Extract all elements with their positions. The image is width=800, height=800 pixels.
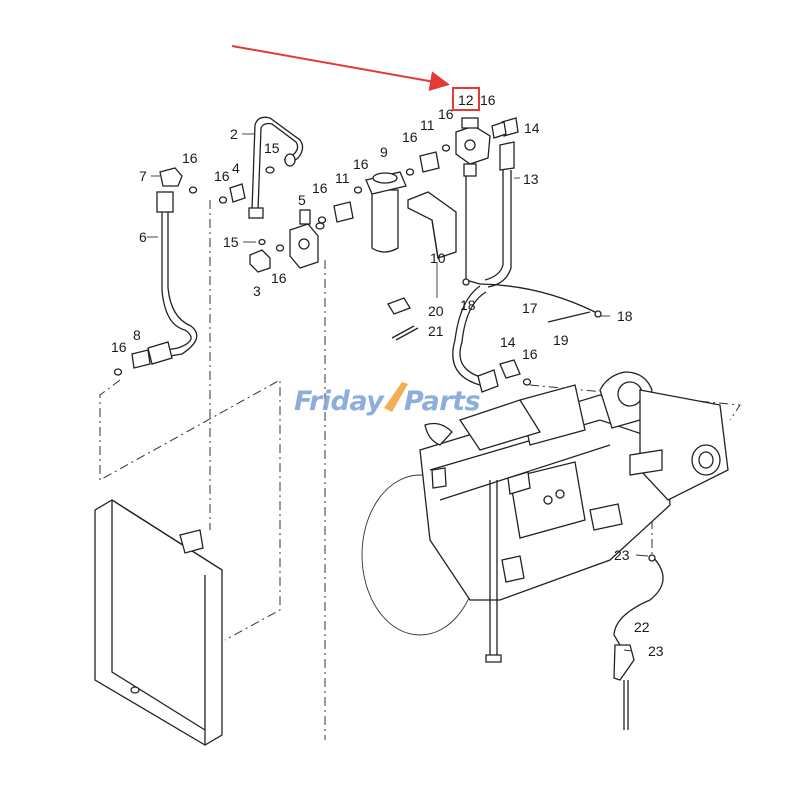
callout-23-upper: 23	[614, 547, 630, 563]
callout-5: 5	[298, 192, 306, 208]
callout-16-h: 16	[438, 106, 454, 122]
leader-lines	[147, 133, 649, 652]
part-19	[547, 311, 591, 323]
callout-8: 8	[133, 327, 141, 343]
filter-9	[365, 171, 407, 253]
callout-16-c: 16	[111, 339, 127, 355]
bracket-10	[407, 191, 457, 259]
engine	[361, 371, 729, 663]
callout-17: 17	[522, 300, 538, 316]
watermark-part2: Parts	[404, 386, 481, 417]
callout-10: 10	[430, 250, 446, 266]
callout-18-right: 18	[617, 308, 633, 324]
pipe-2	[248, 116, 304, 219]
fitting-11	[317, 151, 440, 224]
callout-16-i: 16	[480, 92, 496, 108]
highlight-box	[452, 87, 480, 111]
callout-16-j: 16	[522, 346, 538, 362]
hose-6	[154, 167, 198, 359]
radiator	[94, 499, 223, 746]
callout-16-b: 16	[214, 168, 230, 184]
callout-11-right: 11	[420, 117, 435, 133]
fitting-4	[188, 183, 246, 204]
callout-12: 12	[458, 92, 474, 108]
callout-15-lower: 15	[223, 234, 239, 250]
callout-3: 3	[253, 283, 261, 299]
callout-6: 6	[139, 229, 147, 245]
callout-16-g: 16	[402, 129, 418, 145]
callout-20: 20	[428, 303, 444, 319]
callout-2: 2	[230, 126, 238, 142]
pointer-arrow	[231, 45, 450, 92]
watermark: Friday Parts	[294, 382, 481, 417]
pipe-13	[484, 141, 515, 288]
callout-22: 22	[634, 619, 650, 635]
callout-14-upper: 14	[524, 120, 540, 136]
callout-16-d: 16	[312, 180, 328, 196]
callout-16-f: 16	[353, 156, 369, 172]
callout-13: 13	[523, 171, 539, 187]
callout-19: 19	[553, 332, 569, 348]
callout-7: 7	[139, 168, 147, 184]
callout-16-e: 16	[271, 270, 287, 286]
callout-4: 4	[232, 160, 240, 176]
elbow-3	[249, 238, 285, 273]
callout-21: 21	[428, 323, 444, 339]
part-20	[387, 297, 411, 315]
fitting-8	[113, 341, 173, 376]
watermark-slash	[384, 382, 408, 412]
callout-11-left: 11	[335, 170, 350, 186]
callout-15-upper: 15	[264, 140, 280, 156]
part-21	[391, 325, 419, 341]
hose-17	[452, 176, 602, 386]
callout-23-lower: 23	[648, 643, 664, 659]
valve-12	[441, 117, 519, 177]
fitting-14-lower	[477, 359, 532, 393]
callout-16-a: 16	[182, 150, 198, 166]
callout-18-left: 18	[460, 297, 476, 313]
watermark-part1: Friday	[294, 386, 385, 417]
callout-14-lower: 14	[500, 334, 516, 350]
callout-9: 9	[380, 144, 388, 160]
line-22	[613, 554, 664, 730]
callout-labels: 2 4 15 16 16 7 6 16 8 5 16 15 16 3 11 16…	[111, 92, 664, 659]
